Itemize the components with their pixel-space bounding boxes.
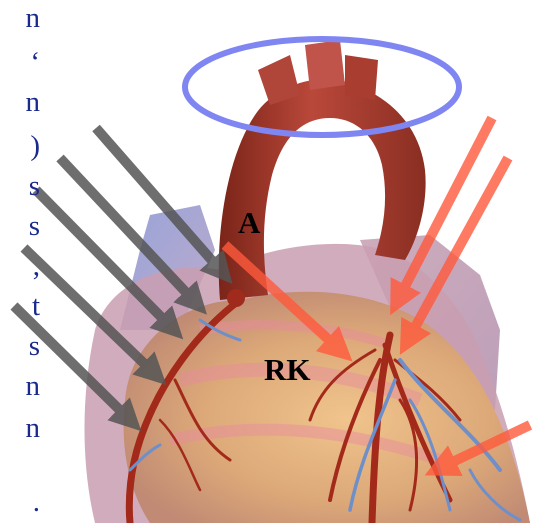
text-fragment: . [0, 488, 40, 517]
label-rk: RK [264, 352, 311, 387]
text-fragment: n [0, 88, 40, 117]
aorta-branch-2 [305, 40, 345, 90]
label-a: A [238, 205, 261, 240]
text-fragment: s [0, 332, 40, 361]
text-fragment: n [0, 4, 40, 33]
text-fragment: ) [0, 132, 40, 161]
aortic-root [227, 289, 245, 307]
text-fragment: s [0, 212, 40, 241]
text-fragment: , [0, 252, 40, 281]
text-fragment: n [0, 414, 40, 443]
text-fragment: ‘ [0, 48, 40, 77]
text-fragment: t [0, 292, 40, 321]
text-fragment: n [0, 372, 40, 401]
aorta-branch-3 [345, 55, 378, 100]
text-fragment: s [0, 172, 40, 201]
